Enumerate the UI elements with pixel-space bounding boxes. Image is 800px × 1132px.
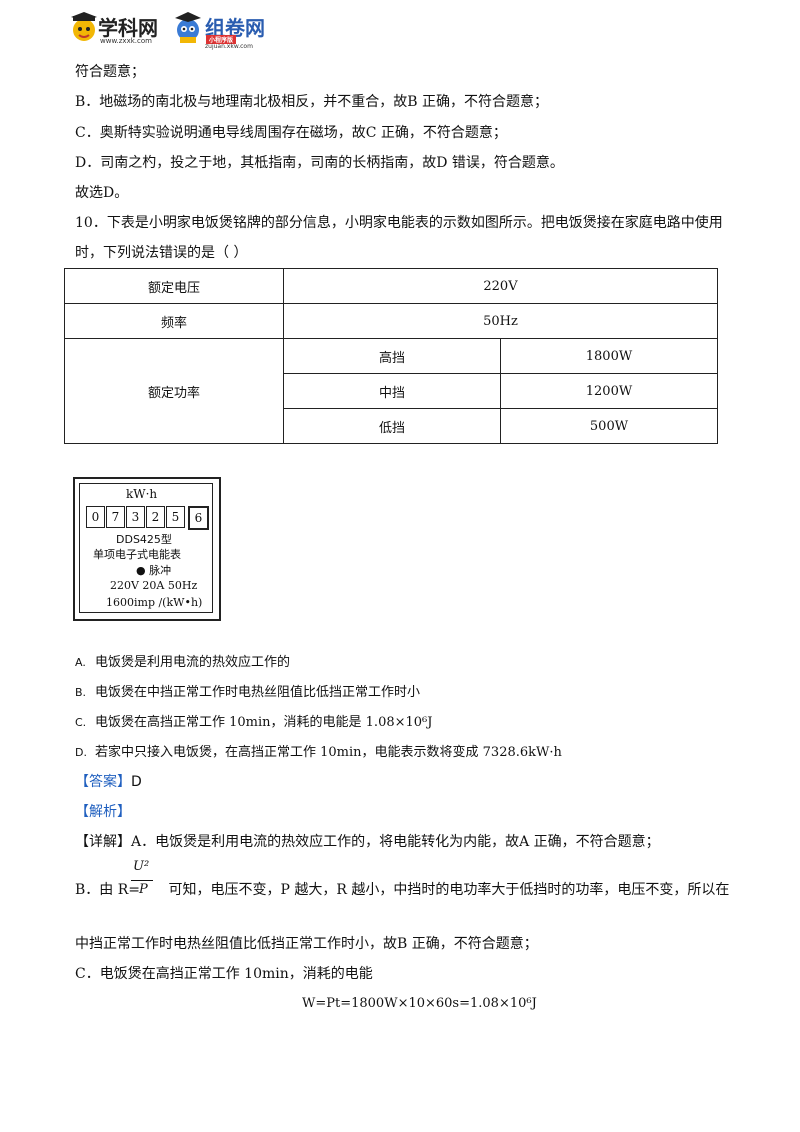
prev-line-c: C．奥斯特实验说明通电导线周围存在磁场，故C 正确，不符合题意；	[75, 125, 507, 141]
meter-spec: 220V 20A 50Hz	[110, 579, 198, 592]
meter-pulse: ● 脉冲	[136, 564, 172, 577]
answer-line: 【答案】D	[75, 772, 142, 792]
meter-digits: 0 7 3 2 5 6	[86, 506, 210, 530]
table-row: 额定电压 220V	[64, 268, 718, 304]
analysis-tag: 【解析】	[75, 804, 131, 820]
option-label: C.	[75, 716, 87, 729]
power-cell: 1800W	[500, 338, 718, 374]
option-d[interactable]: D. 若家中只接入电饭煲，在高挡正常工作 10min，电能表示数将变成 7328.…	[75, 743, 562, 763]
option-text: 电饭煲在中挡正常工作时电热丝阻值比低挡正常工作时小	[95, 685, 421, 700]
option-b[interactable]: B. 电饭煲在中挡正常工作时电热丝阻值比低挡正常工作时小	[75, 683, 420, 703]
question-line-2: 时，下列说法错误的是（ ）	[75, 245, 248, 261]
analysis-line: 【解析】	[75, 802, 131, 822]
detail-line-c: C．电饭煲在高挡正常工作 10min，消耗的电能	[75, 966, 373, 982]
energy-formula: W=Pt=1800W×10×60s=1.08×10⁶J	[302, 996, 537, 1011]
meter-type: 单项电子式电能表	[93, 548, 181, 561]
table-row: 中挡 1200W	[65, 373, 718, 409]
voltage-label: 额定电压	[64, 268, 284, 304]
power-cell: 500W	[500, 408, 718, 444]
prev-line-1: 符合题意；	[75, 64, 145, 80]
option-label: B.	[75, 686, 87, 699]
header-logos: 学科网 www.zxxk.com 组卷网 小程序版 zujuan.xkw.com	[70, 10, 330, 50]
meter-digit: 3	[126, 506, 145, 528]
detail-line-b: B．由 R= 可知，电压不变，P 越大，R 越小，中挡时的电功率大于低挡时的功率…	[75, 880, 729, 900]
meter-model: DDS425型	[116, 533, 172, 546]
mascot2-icon	[175, 12, 201, 43]
detail-b-rest: 可知，电压不变，P 越大，R 越小，中挡时的电功率大于低挡时的功率，电压不变，所…	[164, 882, 730, 898]
table-row: 低挡 500W	[65, 408, 718, 444]
option-text: 若家中只接入电饭煲，在高挡正常工作 10min，电能表示数将变成 7328.6k…	[95, 745, 562, 760]
zxxk-logo-url: www.zxxk.com	[100, 37, 152, 45]
gear-cell: 低挡	[283, 408, 501, 444]
question-line-1: 10．下表是小明家电饭煲铭牌的部分信息，小明家电能表的示数如图所示。把电饭煲接在…	[75, 215, 723, 231]
energy-meter-panel: kW·h 0 7 3 2 5 6 DDS425型 单项电子式电能表 ● 脉冲 2…	[79, 483, 213, 613]
power-cell: 1200W	[500, 373, 718, 409]
table-row: 额定功率 高挡 1800W	[64, 338, 718, 444]
meter-digit: 7	[106, 506, 125, 528]
detail-b-prefix: B．由 R=	[75, 882, 141, 898]
zxxk-logo[interactable]: 学科网 www.zxxk.com	[70, 10, 165, 50]
zujuan-logo-sub: 小程序版	[206, 35, 237, 44]
prev-line-d: D．司南之杓，投之于地，其柢指南，司南的长柄指南，故D 错误，符合题意。	[75, 155, 564, 171]
meter-digit: 5	[166, 506, 185, 528]
table-row: 频率 50Hz	[64, 303, 718, 339]
zxxk-logo-name: 学科网	[98, 16, 158, 40]
detail-a-text: A．电饭煲是利用电流的热效应工作的，将电能转化为内能，故A 正确，不符合题意；	[131, 834, 660, 850]
option-a[interactable]: A. 电饭煲是利用电流的热效应工作的	[75, 653, 290, 673]
fraction-bar	[131, 880, 153, 881]
fraction-numerator: U²	[133, 859, 150, 874]
power-label: 额定功率	[64, 338, 284, 444]
freq-label: 频率	[64, 303, 284, 339]
option-c[interactable]: C. 电饭煲在高挡正常工作 10min，消耗的电能是 1.08×10⁶J	[75, 713, 432, 733]
answer-tag: 【答案】	[75, 774, 131, 790]
option-label: A.	[75, 656, 86, 669]
option-text: 电饭煲是利用电流的热效应工作的	[95, 655, 291, 670]
meter-imp: 1600imp /(kW•h)	[106, 596, 203, 609]
option-text: 电饭煲在高挡正常工作 10min，消耗的电能是 1.08×10⁶J	[95, 715, 433, 730]
energy-meter-figure: kW·h 0 7 3 2 5 6 DDS425型 单项电子式电能表 ● 脉冲 2…	[73, 477, 221, 621]
meter-digit-decimal: 6	[188, 506, 209, 530]
zujuan-logo[interactable]: 组卷网 小程序版 zujuan.xkw.com	[175, 10, 285, 50]
answer-value: D	[131, 774, 142, 790]
detail-tag: 【详解】	[75, 834, 131, 850]
zujuan-logo-url: zujuan.xkw.com	[205, 43, 253, 50]
detail-line-b2: 中挡正常工作时电热丝阻值比低挡正常工作时小，故B 正确，不符合题意；	[75, 936, 538, 952]
option-label: D.	[75, 746, 87, 759]
fraction-denominator: P	[139, 882, 148, 897]
meter-digit: 2	[146, 506, 165, 528]
meter-digit: 0	[86, 506, 105, 528]
gear-cell: 高挡	[283, 338, 501, 374]
prev-line-e: 故选D。	[75, 185, 129, 201]
freq-value: 50Hz	[283, 303, 718, 339]
voltage-value: 220V	[283, 268, 718, 304]
prev-line-b: B．地磁场的南北极与地理南北极相反，并不重合，故B 正确，不符合题意；	[75, 94, 549, 110]
meter-unit: kW·h	[126, 487, 158, 501]
detail-line-a: 【详解】A．电饭煲是利用电流的热效应工作的，将电能转化为内能，故A 正确，不符合…	[75, 832, 660, 852]
gear-cell: 中挡	[283, 373, 501, 409]
mascot-icon	[71, 12, 97, 41]
rice-cooker-spec-table: 额定电压 220V 频率 50Hz 额定功率 高挡 1800W 中挡 1200W…	[64, 268, 718, 444]
